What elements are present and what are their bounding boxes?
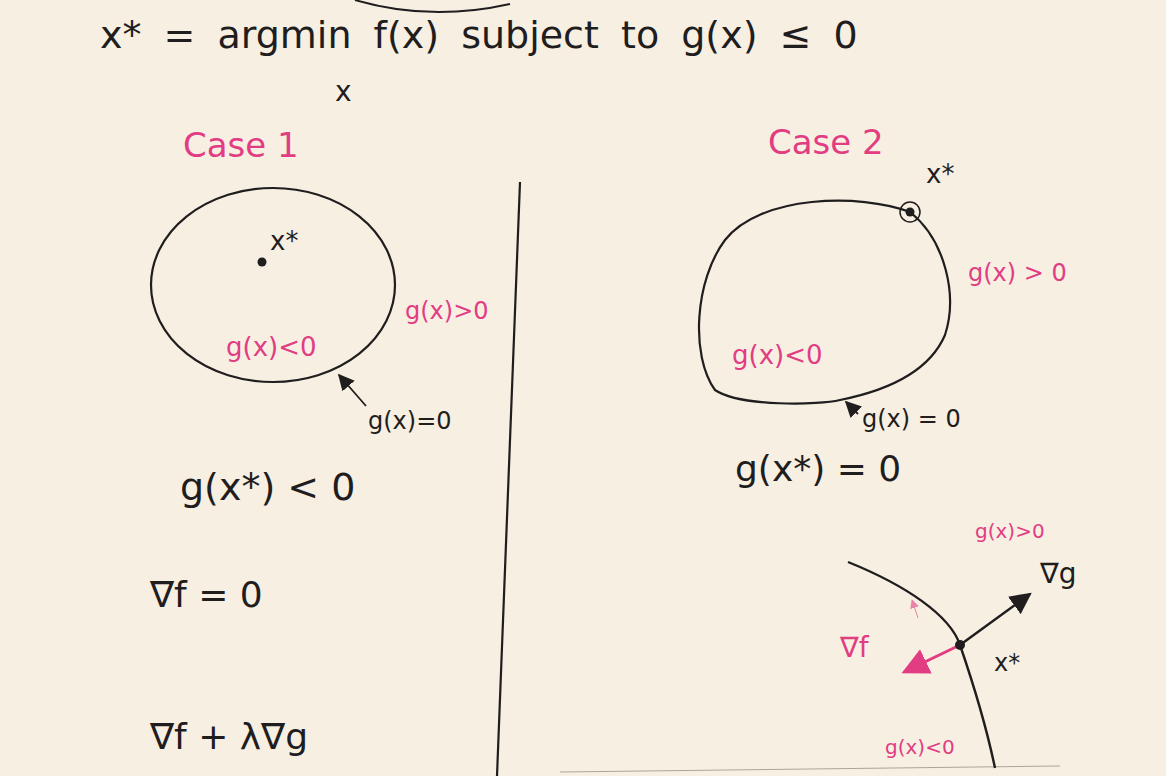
case-heading: Case 2 [768,123,884,162]
point-dot [258,258,267,267]
case-heading: Case 1 [183,126,299,165]
point-label: x* [270,227,298,257]
region-label: g(x)<0 [732,341,823,371]
equation: ∇f = 0 [150,574,263,615]
point-dot [906,208,915,217]
boundary-circle [151,188,395,382]
paper-edge [560,766,1060,772]
gradient-label: ∇g [1040,558,1077,590]
region-label: g(x)<0 [885,736,955,759]
point-label: x* [994,650,1020,678]
boundary-blob [699,201,950,404]
cut-off-sketch [355,0,510,12]
point-dot [955,640,965,650]
region-label: g(x) > 0 [968,260,1067,288]
gradient-f-arrow [904,645,960,672]
boundary-label: g(x) = 0 [862,406,961,434]
region-outline [690,195,960,407]
gradient-label: ∇f [840,632,869,664]
condition: g(x*) = 0 [735,448,901,489]
equation: ∇f + λ∇g [150,716,308,757]
region-label: g(x)>0 [975,520,1045,543]
boundary-label: g(x)=0 [368,408,452,436]
boundary-curve [848,562,995,768]
feasible-region: g(x)<0 [690,195,960,407]
subscript-variable: x [335,76,352,108]
gradient-g-arrow [960,594,1030,645]
leader-arrow [339,375,366,406]
condition: g(x*) < 0 [180,466,355,510]
faint-arrow [912,600,918,618]
leader-arrow [846,402,858,414]
point-ring [900,202,920,222]
feasible-region: x* g(x)<0 [148,185,398,385]
point-label: x* [926,160,954,190]
region-label: g(x)<0 [226,333,317,363]
problem-statement: x* = argmin f(x) subject to g(x) ≤ 0 [100,14,858,58]
divider-line [497,182,520,776]
region-label: g(x)>0 [405,298,489,326]
